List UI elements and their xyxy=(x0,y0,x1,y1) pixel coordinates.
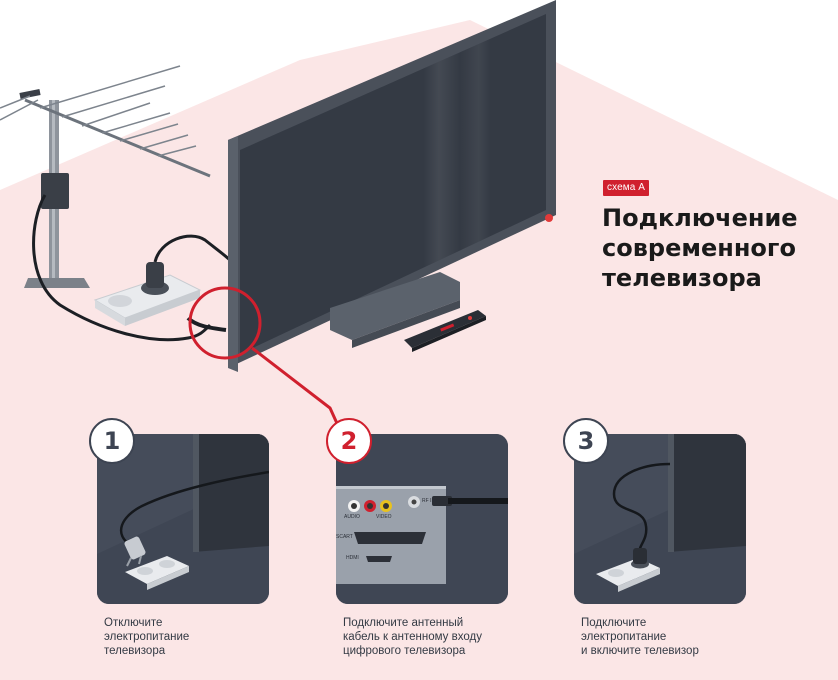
scheme-badge: схема А xyxy=(603,180,650,196)
step-1-number: 1 xyxy=(89,418,135,464)
step-2-number: 2 xyxy=(326,418,372,464)
antenna-cable xyxy=(32,194,212,342)
power-socket xyxy=(93,234,234,326)
rf-in-label: RF IN xyxy=(422,498,436,504)
remote-control-icon xyxy=(404,310,486,352)
step-2-image: AUDIO VIDEO RF IN SCART HDMI xyxy=(336,434,508,604)
step-2-caption: Подключите антенный кабель к антенному в… xyxy=(343,617,482,657)
highlight-circle xyxy=(188,286,262,360)
step-3-number: 3 xyxy=(563,418,609,464)
television xyxy=(186,0,556,372)
audio-label: AUDIO xyxy=(344,514,360,520)
page-title: Подключение современного телевизора xyxy=(602,204,798,292)
step-3-caption: Подключите электропитание и включите тел… xyxy=(581,617,699,657)
step-3-image xyxy=(574,434,746,604)
hdmi-label: HDMI xyxy=(346,555,359,561)
scart-label: SCART xyxy=(336,534,353,540)
step-1-image xyxy=(97,434,269,604)
video-label: VIDEO xyxy=(376,514,392,520)
step-1-caption: Отключите электропитание телевизора xyxy=(104,617,190,657)
